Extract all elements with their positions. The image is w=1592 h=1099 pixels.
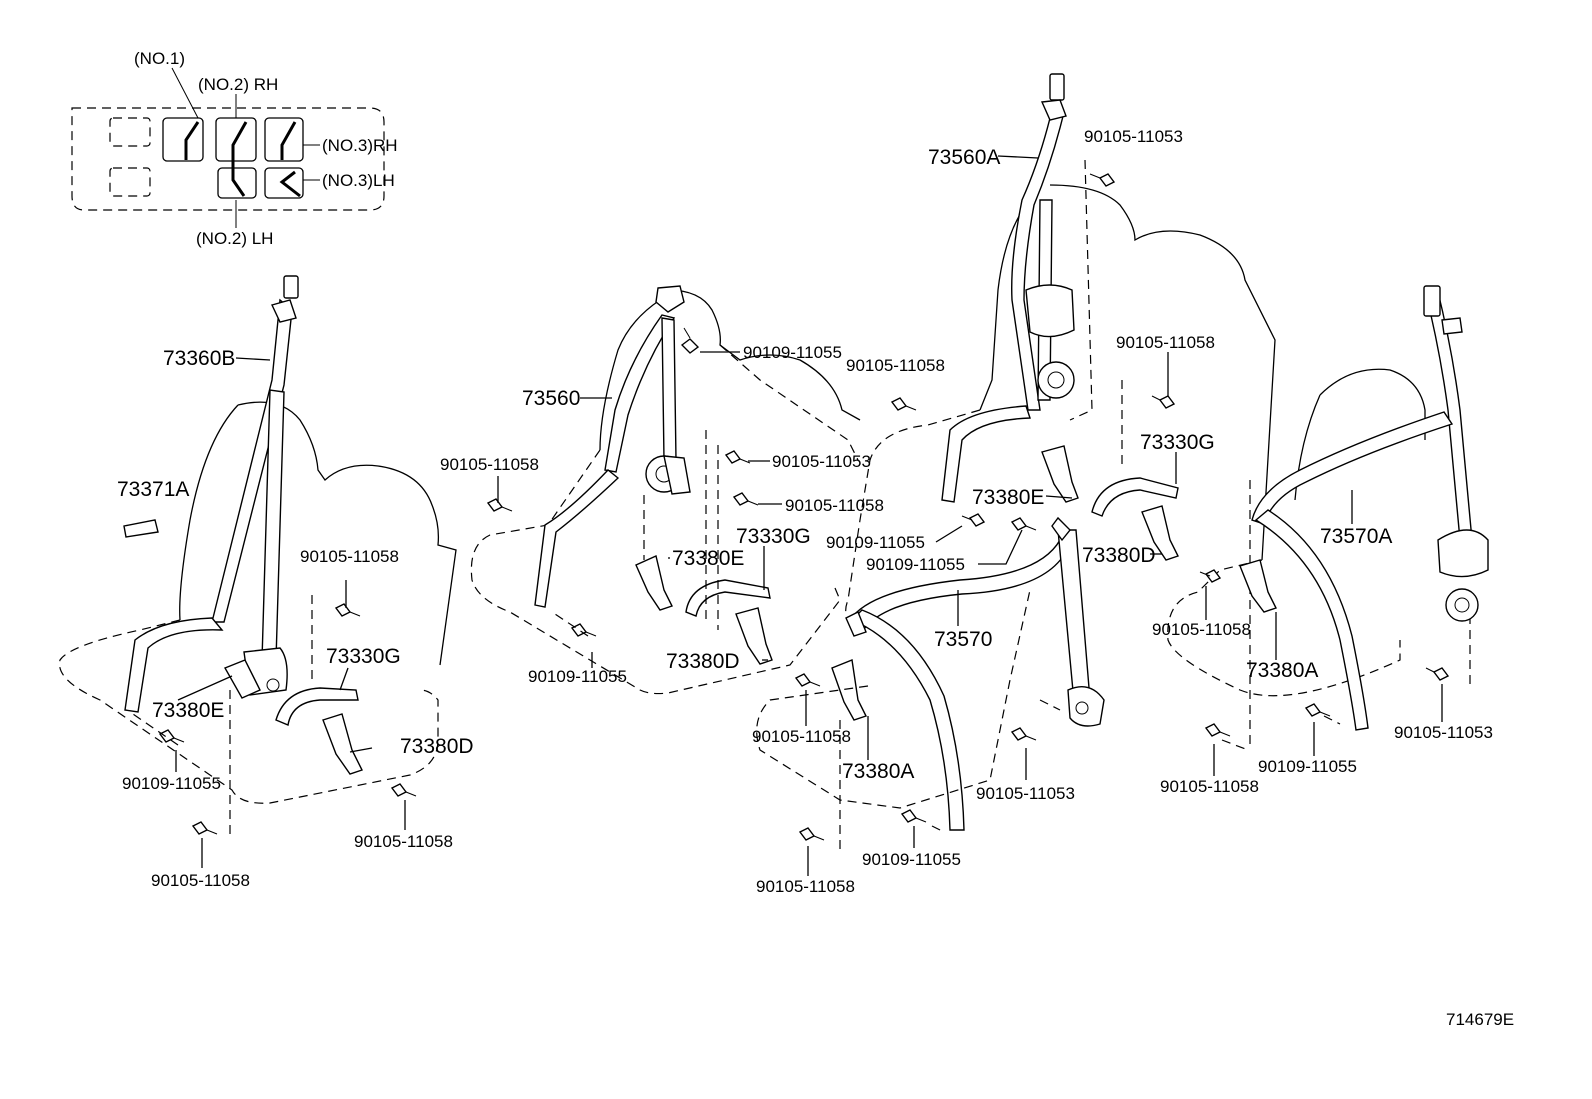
label-90105-11058-a: 90105-11058: [300, 547, 399, 566]
label-73360B: 73360B: [163, 347, 235, 370]
label-73380A-a: 73380A: [842, 760, 914, 783]
label-90109-11055-e: 90109-11055: [866, 555, 965, 574]
seat-assembly-no2-lh: [470, 285, 861, 726]
legend-no2-rh: (NO.2) RH: [198, 75, 278, 94]
label-90109-11055-g: 90109-11055: [1258, 757, 1357, 776]
label-90105-11058-b: 90105-11058: [354, 832, 453, 851]
label-90109-11055-a: 90109-11055: [122, 774, 221, 793]
bolt-icon: [798, 173, 1116, 841]
label-73380D-a: 73380D: [400, 735, 474, 758]
bolt-icon: [486, 327, 821, 687]
seat-assembly-no1: [58, 275, 457, 868]
label-73330G-b: 73330G: [736, 525, 811, 548]
label-73380E-b: 73380E: [672, 547, 744, 570]
label-73380D-c: 73380D: [1082, 544, 1156, 567]
label-73380A-b: 73380A: [1246, 659, 1318, 682]
label-73570A: 73570A: [1320, 525, 1392, 548]
label-90105-11058-g: 90105-11058: [756, 877, 855, 896]
label-90105-11058-c: 90105-11058: [151, 871, 250, 890]
label-73371A: 73371A: [117, 478, 189, 501]
label-90105-11058-k: 90105-11058: [1160, 777, 1259, 796]
legend-no3-lh: (NO.3)LH: [322, 171, 395, 190]
bolt-icon: [1151, 395, 1450, 737]
label-90109-11055-f: 90109-11055: [862, 850, 961, 869]
label-90109-11055-b: 90109-11055: [743, 343, 842, 362]
part-labels: 73360B 73371A 73380E 73330G 73380D 90105…: [117, 127, 1514, 1029]
label-73380D-b: 73380D: [666, 650, 740, 673]
seat-assembly-no2-rh: [756, 73, 1276, 876]
label-90105-11058-h: 90105-11058: [846, 356, 945, 375]
legend-no3-rh: (NO.3)RH: [322, 136, 398, 155]
label-90105-11058-f: 90105-11058: [752, 727, 851, 746]
seat-assembly-no3: [1091, 285, 1489, 776]
label-90109-11055-d: 90109-11055: [826, 533, 925, 552]
label-73330G-a: 73330G: [326, 645, 401, 668]
label-90105-11053-a: 90105-11053: [772, 452, 871, 471]
bolt-icon: [158, 603, 417, 835]
label-90109-11055-c: 90109-11055: [528, 667, 627, 686]
diagram-id: 714679E: [1446, 1010, 1514, 1029]
label-73380E-c: 73380E: [972, 486, 1044, 509]
label-90105-11053-b: 90105-11053: [1084, 127, 1183, 146]
label-90105-11053-c: 90105-11053: [976, 784, 1075, 803]
label-73330G-c: 73330G: [1140, 431, 1215, 454]
label-90105-11058-j: 90105-11058: [1152, 620, 1251, 639]
label-73380E-a: 73380E: [152, 699, 224, 722]
label-90105-11058-i: 90105-11058: [1116, 333, 1215, 352]
legend-no2-lh: (NO.2) LH: [196, 229, 273, 248]
label-90105-11053-d: 90105-11053: [1394, 723, 1493, 742]
seat-position-legend: (NO.1) (NO.2) RH (NO.3)RH (NO.3)LH (NO.2…: [71, 49, 398, 248]
label-73560: 73560: [522, 387, 580, 410]
label-73570: 73570: [934, 628, 992, 651]
label-90105-11058-d: 90105-11058: [440, 455, 539, 474]
label-73560A: 73560A: [928, 146, 1000, 169]
legend-no1: (NO.1): [134, 49, 185, 68]
label-90105-11058-e: 90105-11058: [785, 496, 884, 515]
